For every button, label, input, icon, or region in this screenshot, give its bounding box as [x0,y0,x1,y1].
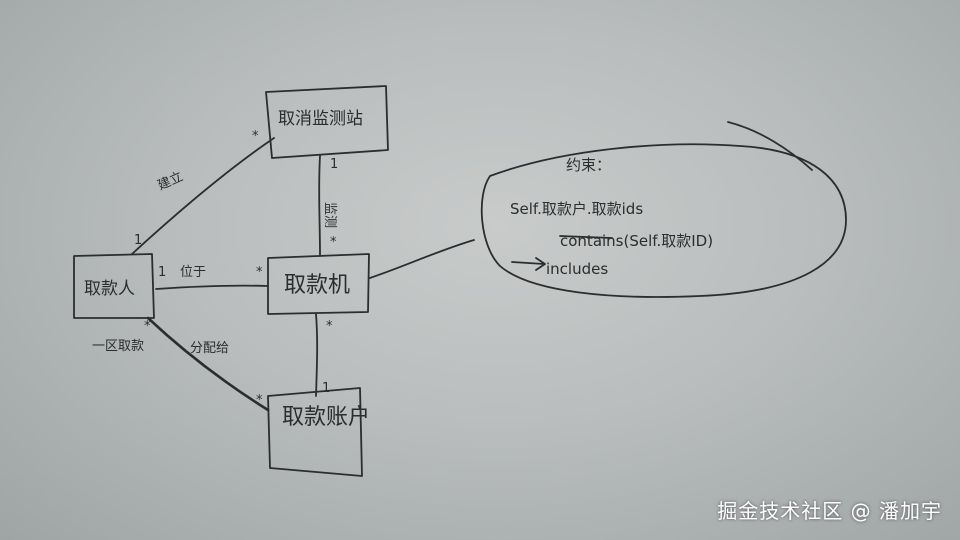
strike-contains [559,235,613,239]
line-customer-atm [155,284,269,290]
assoc-built-label: 建立 [156,169,186,193]
mult-account-left: * [256,393,263,408]
watermark: 掘金技术社区 @ 潘加宇 [717,499,942,523]
assoc-located-label: 位于 [180,265,206,280]
box-customer [73,253,155,319]
note-line-includes: includes [546,260,608,278]
account-label: 取款账户 [282,405,370,430]
mult-station-bottom: 1 [330,157,338,172]
box-monitor-station [265,85,389,159]
line-atm-account [315,313,319,397]
box-account [267,387,363,477]
mult-customer-bottom: * [144,319,151,334]
line-customer-station [131,137,275,255]
ellipse-tail [727,121,813,171]
arrow-to-includes [511,257,546,271]
mult-account-top: 1 [322,381,330,396]
line-atm-note [369,239,475,279]
mult-atm-left: * [256,265,263,280]
mult-atm-bottom: * [326,319,333,334]
mult-customer-right: 1 [158,265,166,280]
atm-label: 取款机 [284,273,350,298]
assoc-assigned-label: 分配给 [190,341,229,356]
monitor-station-label: 取消监测站 [278,109,363,129]
customer-label: 取款人 [84,279,135,299]
constraint-note-ellipse [480,143,847,298]
mult-customer-top: 1 [134,233,142,248]
box-atm [267,253,370,315]
note-line-self: Self.取款户.取款ids [510,200,643,218]
line-station-atm [318,155,321,257]
note-line-contains: contains(Self.取款ID) [560,232,713,250]
note-title: 约束： [566,156,611,174]
assoc-monitor-label: 监测 [322,202,337,228]
mult-atm-top: * [330,235,337,250]
line-customer-account [146,316,270,412]
assoc-customer-ids-label: 一区取款 [92,339,144,354]
mult-station-left: * [252,129,259,144]
